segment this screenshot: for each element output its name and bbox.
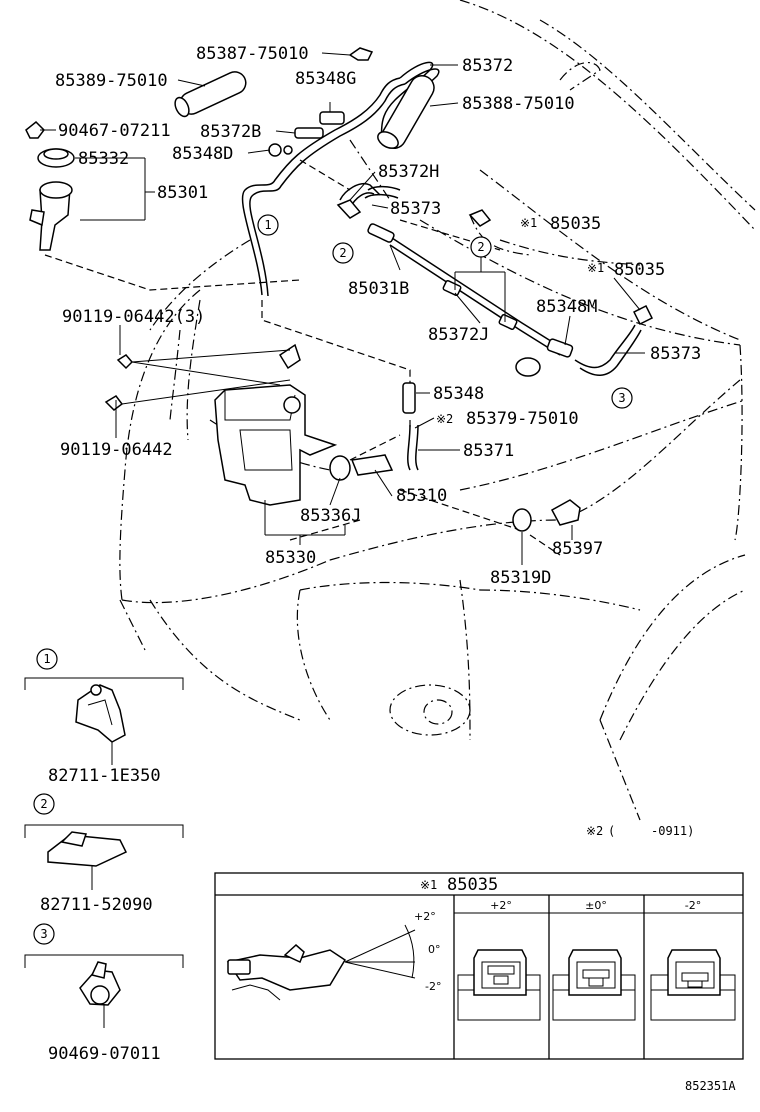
label-leaders bbox=[40, 52, 645, 565]
marker-3: 3 bbox=[618, 391, 625, 405]
inset-title-marker: ※1 bbox=[420, 878, 437, 892]
callout-85379-75010: 85379-75010 bbox=[466, 409, 579, 429]
clip-3-number: 3 bbox=[40, 927, 47, 941]
marker-1-top: 1 bbox=[264, 218, 271, 232]
gauge-view-minus2 bbox=[650, 949, 736, 1021]
callout-85387-75010: 85387-75010 bbox=[196, 44, 309, 64]
callout-85348g: 85348G bbox=[295, 69, 356, 89]
callout-85372b: 85372B bbox=[200, 122, 261, 142]
callout-85332: 85332 bbox=[78, 149, 129, 169]
marker-note1-lower: ※1 bbox=[587, 261, 604, 275]
callout-85373-lower: 85373 bbox=[650, 344, 701, 364]
callout-85388-75010: 85388-75010 bbox=[462, 94, 575, 114]
marker-2-top: 2 bbox=[339, 246, 346, 260]
callout-85319d: 85319D bbox=[490, 568, 551, 588]
inset-angle-down: -2° bbox=[425, 980, 441, 993]
callout-85397: 85397 bbox=[552, 539, 603, 559]
clip-panel-3: 3 90469-07011 bbox=[24, 923, 184, 1064]
callout-85373-upper: 85373 bbox=[390, 199, 441, 219]
inset-angle-zero: 0° bbox=[428, 943, 441, 956]
clip-panel-1: 1 82711-1E350 bbox=[24, 648, 184, 786]
marker-note1-upper: ※1 bbox=[520, 216, 537, 230]
inset-angle-up: +2° bbox=[414, 910, 436, 923]
inset-col-minus2: -2° bbox=[685, 899, 701, 912]
callout-90119-06442: 90119-06442 bbox=[60, 440, 173, 460]
callout-85336j: 85336J bbox=[300, 506, 361, 526]
clip-2-part-number: 82711-52090 bbox=[40, 895, 153, 915]
hose-lines bbox=[241, 61, 642, 471]
clip-panel-2: 2 82711-52090 bbox=[24, 793, 184, 915]
callout-85348d: 85348D bbox=[172, 144, 233, 164]
callout-85371: 85371 bbox=[463, 441, 514, 461]
marker-note2: ※2 bbox=[436, 412, 453, 426]
callout-90119-06442-3: 90119-06442(3) bbox=[62, 307, 205, 327]
inset-nozzle-adjustment: ※1 85035 +2° 0° -2° +2° ±0° -2° bbox=[214, 872, 744, 1060]
inset-title: 85035 bbox=[447, 875, 498, 895]
callout-85372: 85372 bbox=[462, 56, 513, 76]
gauge-view-plus2 bbox=[457, 949, 541, 1021]
callout-85035-upper: 85035 bbox=[550, 214, 601, 234]
callout-85348m: 85348M bbox=[536, 297, 597, 317]
clip-3-part-number: 90469-07011 bbox=[48, 1044, 161, 1064]
inset-col-plus2: +2° bbox=[490, 899, 512, 912]
inset-col-zero: ±0° bbox=[585, 899, 607, 912]
callout-85372j: 85372J bbox=[428, 325, 489, 345]
callout-90467-07211: 90467-07211 bbox=[58, 121, 171, 141]
car-body-outline bbox=[119, 0, 756, 821]
footnote-paren: ( bbox=[608, 824, 615, 838]
gauge-view-zero bbox=[552, 949, 636, 1021]
part-callouts: 85387-75010 85389-75010 85348G 85372 853… bbox=[55, 44, 701, 588]
figure-id: 852351A bbox=[685, 1079, 736, 1093]
routing-leaders bbox=[44, 159, 561, 556]
part-drawings bbox=[25, 47, 654, 532]
callout-85301: 85301 bbox=[157, 183, 208, 203]
footnote-marker: ※2 bbox=[586, 824, 603, 838]
clip-1-number: 1 bbox=[43, 652, 50, 666]
clip-2-number: 2 bbox=[40, 797, 47, 811]
footnote: ※2 ( -0911) bbox=[586, 824, 694, 838]
marker-2-right: 2 bbox=[477, 240, 484, 254]
callout-85310: 85310 bbox=[396, 486, 447, 506]
clip-1-part-number: 82711-1E350 bbox=[48, 766, 161, 786]
callout-85348: 85348 bbox=[433, 384, 484, 404]
footnote-range: -0911) bbox=[651, 824, 694, 838]
callout-85031b: 85031B bbox=[348, 279, 409, 299]
callout-85035-lower: 85035 bbox=[614, 260, 665, 280]
callout-85372h: 85372H bbox=[378, 162, 439, 182]
callout-85330: 85330 bbox=[265, 548, 316, 568]
callout-85389-75010: 85389-75010 bbox=[55, 71, 168, 91]
